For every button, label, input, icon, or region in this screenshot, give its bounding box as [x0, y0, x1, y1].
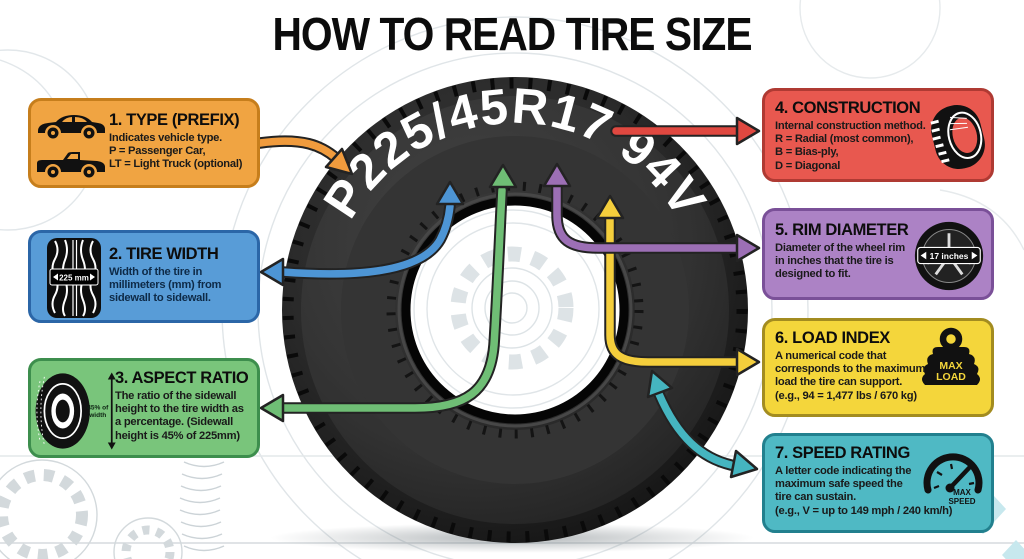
- arrow-speed-rating: [646, 369, 759, 479]
- gear-watermark-bottom-left: [0, 459, 183, 559]
- callout-body: Indicates vehicle type. P = Passenger Ca…: [109, 132, 243, 171]
- page-title: HOW TO READ TIRE SIZE: [272, 8, 752, 60]
- callout-aspect-ratio: 45% of width 3. ASPECT RATIO The ratio o…: [28, 358, 260, 458]
- arrow-construction: [610, 116, 761, 146]
- tread-sketch-watermark: [179, 461, 225, 552]
- max-load-weight-icon: MAX LOAD: [921, 327, 981, 389]
- callout-body: The ratio of the sidewall height to the …: [115, 390, 244, 442]
- wheel-rim-icon: 17 inches: [913, 220, 985, 292]
- arrow-type-prefix: [254, 135, 354, 176]
- callout-body: A numerical code that corresponds to the…: [775, 350, 926, 402]
- callout-body: Internal construction method. R = Radial…: [775, 120, 926, 172]
- callout-heading: 1. TYPE (PREFIX): [109, 111, 240, 129]
- car-and-truck-icon: [35, 109, 107, 181]
- speed-rating-icon-label-line2: SPEED: [948, 497, 975, 506]
- rim-diameter-icon-label: 17 inches: [930, 251, 969, 261]
- callout-heading: 5. RIM DIAMETER: [775, 221, 909, 239]
- callout-speed-rating: MAX SPEED 7. SPEED RATING A letter code …: [762, 433, 994, 533]
- callout-tire-width: 225 mm 2. TIRE WIDTH Width of the tire i…: [28, 230, 260, 323]
- speed-rating-icon-label-line1: MAX: [953, 488, 971, 497]
- callout-load-index: MAX LOAD 6. LOAD INDEX A numerical code …: [762, 318, 994, 417]
- arrow-rim-diameter: [542, 162, 761, 263]
- car-icon: [38, 115, 105, 139]
- callout-rim-diameter: 17 inches 5. RIM DIAMETER Diameter of th…: [762, 208, 994, 300]
- tire-tread-icon: 225 mm: [47, 238, 101, 318]
- arrow-load-index: [595, 194, 761, 377]
- truck-icon: [37, 152, 105, 178]
- speedometer-icon: MAX SPEED: [917, 442, 983, 506]
- load-index-icon-label-line1: MAX: [939, 360, 962, 372]
- gear-watermark-center: [450, 246, 574, 370]
- callout-construction: 4. CONSTRUCTION Internal construction me…: [762, 88, 994, 182]
- tire-cutaway-icon: [927, 103, 989, 171]
- callout-heading: 3. ASPECT RATIO: [115, 369, 249, 387]
- callout-body: Width of the tire in millimeters (mm) fr…: [109, 266, 222, 305]
- arrow-tire-width: [259, 180, 465, 287]
- callout-body: A letter code indicating the maximum saf…: [775, 465, 953, 517]
- arrow-aspect-ratio: [259, 163, 518, 423]
- callout-heading: 4. CONSTRUCTION: [775, 99, 921, 117]
- aspect-ratio-icon-label-line2: width: [88, 412, 106, 419]
- callout-body: Diameter of the wheel rim in inches that…: [775, 242, 905, 281]
- aspect-ratio-icon-label-line1: 45% of: [87, 404, 109, 411]
- callout-heading: 6. LOAD INDEX: [775, 329, 890, 347]
- callout-heading: 7. SPEED RATING: [775, 444, 910, 462]
- tire-side-view-icon: 45% of width: [33, 365, 117, 457]
- callout-heading: 2. TIRE WIDTH: [109, 245, 219, 263]
- callout-type-prefix: 1. TYPE (PREFIX) Indicates vehicle type.…: [28, 98, 260, 188]
- tire-width-icon-label: 225 mm: [59, 274, 89, 283]
- load-index-icon-label-line2: LOAD: [936, 371, 966, 383]
